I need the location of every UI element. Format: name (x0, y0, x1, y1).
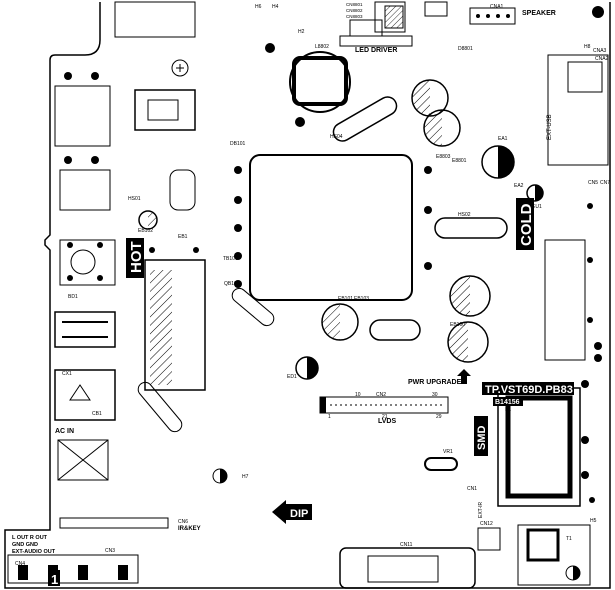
ref-h4: H4 (272, 4, 279, 10)
top-connector-group (114, 1, 604, 47)
cylinder-components (137, 96, 508, 433)
board-code-label: B14156 (495, 399, 520, 406)
ref-hs02: HS02 (458, 212, 471, 218)
ref-cna2: CNA2 (595, 56, 609, 62)
ref-eb100: EB100 (450, 322, 465, 328)
ref-cn1: CN1 (467, 486, 477, 492)
ref-ed1: ED1 (287, 374, 297, 380)
ref-ea1: EA1 (498, 136, 508, 142)
smd-tag: SMD (474, 416, 488, 456)
ref-cn8801: CN8801 (346, 2, 363, 7)
ref-cn6: CN6 (178, 519, 188, 525)
board-name-label: TP.VST69D.PB83 (485, 384, 573, 396)
ref-cna1: CNA1 (490, 4, 504, 10)
ref-cn8802: CN8802 (346, 8, 363, 13)
ref-cx1: CX1 (62, 371, 72, 377)
ref-cna3: CNA3 (593, 48, 607, 54)
ref-qb101: QB101 (224, 281, 240, 287)
audio-ext-label: EXT-AUDIO OUT (12, 549, 56, 555)
ref-h8: H8 (584, 44, 591, 50)
inductor-l8802 (265, 43, 351, 127)
pin-one-label: 1 (51, 572, 58, 587)
ref-pin-10: 10 (355, 392, 361, 398)
ref-cn3: CN3 (105, 548, 115, 554)
bulk-capacitor (144, 247, 206, 391)
bottom-connectors (7, 524, 591, 589)
ref-ea2: EA2 (514, 183, 524, 189)
hot-label: HOT (128, 241, 145, 273)
ref-ext-usb: EXT-USB (547, 114, 553, 140)
ref-eb102: EB102 (138, 228, 153, 234)
pin-one-tag: 1 (48, 570, 60, 587)
ref-cn4: CN4 (15, 561, 25, 567)
ref-t1: T1 (566, 536, 572, 542)
speaker-label: SPEAKER (522, 10, 556, 17)
dip-label: DIP (290, 508, 308, 520)
ref-cn12: CN12 (480, 521, 493, 527)
ac-in-label: AC IN (55, 428, 74, 435)
board-outline (4, 2, 611, 589)
vr1-outline (424, 457, 458, 471)
pwr-upgrade-arrow (457, 369, 471, 384)
led-driver-label: LED DRIVER (355, 47, 397, 54)
ref-h7: H7 (242, 474, 249, 480)
ref-tb101: TB101 (223, 256, 238, 262)
ref-cn8803: CN8803 (346, 14, 363, 19)
hot-tag: HOT (126, 238, 145, 278)
electrolytic-capacitors (138, 79, 544, 380)
line-filter (54, 311, 116, 481)
ref-eb1: EB1 (178, 234, 188, 240)
ref-pin-30: 30 (432, 392, 438, 398)
ref-eb103: EB103 (354, 296, 369, 302)
ref-vr1: VR1 (443, 449, 453, 455)
ir-key-label: IR&KEY (178, 526, 201, 532)
ref-e8801: E8801 (452, 158, 467, 164)
ref-cn2: CN2 (376, 392, 386, 398)
cold-label: COLD (518, 203, 535, 246)
lvds-label: LVDS (378, 418, 396, 425)
dip-arrow-tag: DIP (272, 500, 312, 524)
ref-cn5: CN5 (588, 180, 598, 186)
ref-ext-ir: EXT-IR (478, 501, 484, 518)
ir-key-connector (59, 517, 169, 529)
right-connectors (544, 54, 609, 503)
ref-l8802: L8802 (315, 44, 329, 50)
main-transformer (234, 154, 432, 301)
cold-tag: COLD (516, 198, 535, 250)
audio-gnd-label: GND GND (12, 542, 38, 548)
ref-pin-1: 1 (328, 414, 331, 420)
smd-label: SMD (476, 426, 488, 451)
ref-hs01: HS01 (128, 196, 141, 202)
pwr-upgrade-label: PWR UPGRADE (408, 379, 462, 386)
regulator-block (134, 59, 196, 131)
ref-db101: DB101 (230, 141, 246, 147)
ref-bd1: BD1 (68, 294, 78, 300)
ref-e8803: E8803 (436, 154, 451, 160)
ref-h2: H2 (298, 29, 305, 35)
ref-pin-29: 29 (436, 414, 442, 420)
marker-circles (212, 468, 581, 581)
ref-h6: H6 (255, 4, 262, 10)
bridge-rectifier-area (54, 72, 116, 286)
ref-hs04: HS04 (330, 134, 343, 140)
ref-eb101: EB101 (338, 296, 353, 302)
ref-eu1: EU1 (532, 204, 542, 210)
audio-lr-label: L OUT R OUT (12, 535, 48, 541)
ref-cn7: CN7 (600, 180, 610, 186)
ref-pin-21: 21 (382, 414, 388, 420)
ref-d8801: D8801 (458, 46, 473, 52)
lvds-connector-outline (319, 396, 449, 414)
board-name-tag: TP.VST69D.PB83 (482, 382, 574, 396)
ref-h5: H5 (590, 518, 597, 524)
ref-cn11: CN11 (400, 542, 413, 548)
ref-cb1: CB1 (92, 411, 102, 417)
ref-p1: P1 (505, 407, 511, 413)
board-code-tag: B14156 (493, 397, 523, 406)
